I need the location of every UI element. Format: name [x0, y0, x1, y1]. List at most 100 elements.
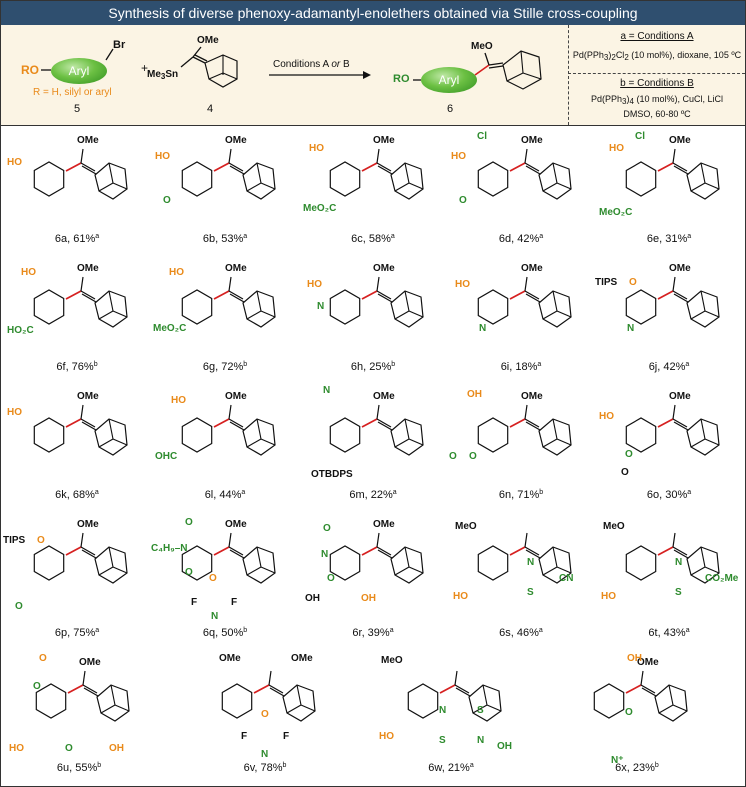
- aryl-ring-product: Aryl: [421, 67, 477, 93]
- aromatic-ring: [329, 417, 361, 453]
- structure-6c: [329, 148, 424, 200]
- ome-label: OMe: [521, 391, 543, 402]
- coupling-bond: [657, 546, 674, 556]
- adamantyl-bridge: [108, 546, 114, 568]
- enol-double-bond: [81, 293, 97, 303]
- ome-label: OMe: [637, 657, 659, 668]
- adamantyl-bridge: [300, 704, 316, 712]
- aromatic-ring: [477, 545, 509, 581]
- compound-caption: 6v, 78%b: [191, 762, 339, 774]
- substituent-label: OMe: [291, 653, 313, 664]
- adamantyl-cage: [242, 290, 276, 328]
- enol-double-bond: [82, 684, 98, 694]
- substituent-label: N: [627, 323, 635, 334]
- adamantyl-bridge: [690, 438, 706, 448]
- structure-6n: [477, 404, 572, 456]
- substituent-label: HO: [599, 411, 614, 422]
- enol-double-bond: [229, 549, 245, 559]
- adamantyl-bridge: [286, 704, 302, 714]
- adamantyl-bridge: [556, 310, 572, 318]
- adamantyl-bridge: [472, 704, 488, 714]
- adamantyl-bridge: [658, 704, 674, 714]
- compound-yield: 6e, 31%: [646, 233, 688, 245]
- adamantyl-bridge: [486, 704, 502, 712]
- compound-caption: 6b, 53%a: [151, 233, 299, 245]
- condition-superscript: a: [95, 627, 100, 634]
- ome-bond: [524, 532, 528, 548]
- ome-label: OMe: [77, 263, 99, 274]
- ome-bond: [672, 532, 676, 548]
- aromatic-ring: [33, 545, 65, 581]
- aromatic-ring: [477, 417, 509, 453]
- adamantyl-bridge: [700, 290, 706, 312]
- enol-double-bond: [80, 546, 96, 556]
- substituent-label: OH: [305, 593, 320, 604]
- compound-caption: 6d, 42%a: [447, 233, 595, 245]
- enol-double-bond: [229, 421, 245, 431]
- coupling-bond: [625, 684, 642, 694]
- substituent-label: HO: [455, 279, 470, 290]
- adamantyl-cage: [390, 290, 424, 328]
- adamantyl-bridge: [256, 546, 262, 568]
- enol-double-bond: [81, 421, 97, 431]
- structure-6w: [407, 670, 502, 722]
- adamantyl-bridge: [690, 310, 706, 320]
- adamantyl-bridge: [256, 418, 262, 440]
- adamantyl-bridge: [552, 418, 558, 440]
- coupling-bond: [65, 162, 82, 172]
- enol-double-bond: [673, 165, 689, 175]
- ome-label: OMe: [669, 391, 691, 402]
- substituent-label: HO: [9, 743, 24, 754]
- enol-double-bond: [524, 162, 540, 172]
- structure-6k: [33, 404, 128, 456]
- compound-yield: 6o, 30%: [646, 489, 688, 501]
- ome-label: OMe: [521, 263, 543, 274]
- adamantyl-bridge: [112, 182, 128, 190]
- substituent-label: HO: [169, 267, 184, 278]
- ome-bond: [376, 532, 380, 548]
- coupling-bond: [509, 290, 526, 300]
- adamantyl-bridge: [108, 290, 114, 312]
- structure-6e: [625, 148, 720, 200]
- compound-caption: 6j, 42%a: [595, 361, 743, 373]
- adamantyl-bridge: [256, 162, 262, 184]
- ome-bond: [80, 532, 84, 548]
- substituent-label: HO: [171, 395, 186, 406]
- compound-yield: 6i, 18%: [500, 361, 538, 373]
- adamantyl-bridge: [408, 566, 424, 574]
- ome-label: OMe: [79, 657, 101, 668]
- conditions-b-text: Pd(PPh3)4 (10 mol%), CuCl, LiCl: [591, 94, 723, 106]
- ome-bond: [376, 148, 380, 164]
- aromatic-ring: [181, 289, 213, 325]
- ome-bond: [80, 276, 84, 292]
- adamantyl-bridge: [704, 310, 720, 318]
- substituent-label: HO₂C: [7, 325, 34, 336]
- adamantyl-bridge: [260, 310, 276, 318]
- ome-bond: [672, 148, 676, 164]
- conditions-a-title: a = Conditions A: [620, 31, 694, 42]
- coupling-bond: [509, 418, 526, 428]
- aromatic-ring: [35, 683, 67, 719]
- coupling-bond: [509, 162, 526, 172]
- substituent-label: S: [477, 705, 484, 716]
- ome-bond: [640, 670, 644, 686]
- substituent-label: N: [323, 385, 331, 396]
- coupling-bond: [657, 162, 674, 172]
- enol-double-bond: [81, 165, 97, 175]
- condition-superscript: a: [685, 627, 690, 634]
- substituent-label: MeO: [603, 521, 625, 532]
- structure-6v: [221, 670, 316, 722]
- substituent-label: HO: [601, 591, 616, 602]
- adamantyl-bridge: [98, 182, 114, 192]
- enol-double-bond: [229, 165, 245, 175]
- enol-double-bond: [641, 687, 657, 697]
- ome-bond: [376, 276, 380, 292]
- adamantyl-bridge: [98, 566, 114, 576]
- substituent-label: OH: [361, 593, 376, 604]
- structure-6m: [329, 404, 424, 456]
